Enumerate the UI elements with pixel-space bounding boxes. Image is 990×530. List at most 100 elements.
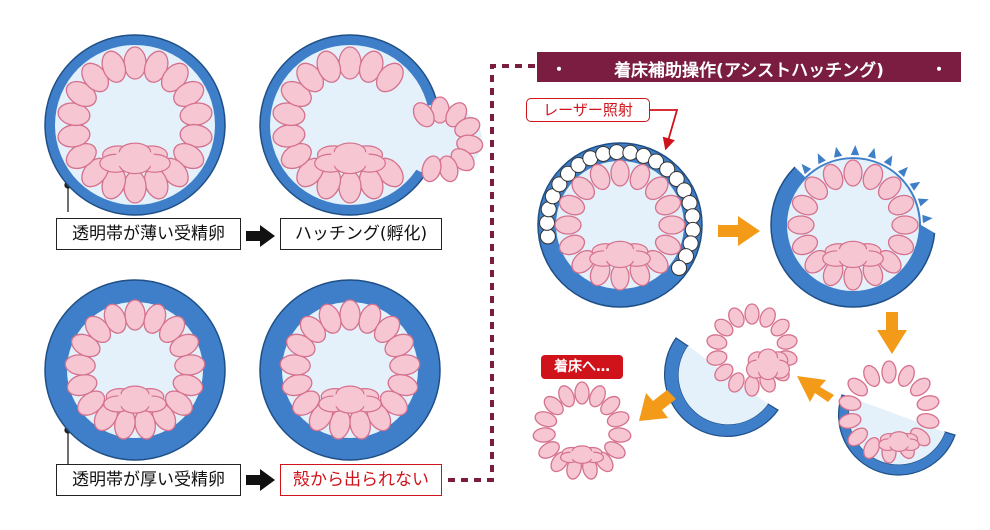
trophectoderm-cell (375, 62, 404, 93)
trophectoderm-cell (318, 303, 342, 334)
orange-arrows (639, 216, 907, 421)
egg-hatching (259, 34, 484, 216)
label-thin-egg: 透明帯が薄い受精卵 (56, 218, 241, 250)
trophectoderm-cell (887, 194, 915, 216)
dashed-connector (448, 64, 535, 482)
trophectoderm-cell (338, 46, 362, 80)
arrow-thick-to-stuck (246, 469, 275, 491)
trophectoderm-cell (881, 360, 897, 384)
trophectoderm-cell (421, 155, 442, 183)
trophectoderm-cell (838, 395, 862, 411)
egg-thick-zona (44, 279, 226, 461)
arrow-upleft-1 (797, 376, 834, 402)
trophectoderm-cell (606, 411, 630, 428)
laser-bubble (551, 176, 568, 193)
trophectoderm-cell (706, 334, 728, 350)
trophectoderm-cell (608, 427, 632, 443)
trophectoderm-cell (791, 194, 819, 216)
inner-cell-mass (331, 391, 369, 410)
egg-thin-zona (44, 34, 226, 216)
trophectoderm-cell (543, 395, 564, 416)
trophectoderm-cell (338, 170, 362, 204)
trophectoderm-cell (822, 163, 844, 191)
trophectoderm-cell (916, 395, 940, 411)
trophectoderm-cell (877, 176, 902, 201)
arrow-right-1 (718, 216, 760, 246)
inner-cell-mass (113, 149, 157, 170)
egg-emerging (837, 360, 956, 476)
trophectoderm-cell (654, 234, 682, 256)
trophectoderm-cell (804, 176, 829, 201)
assisted-hatching-title: 着床補助操作(アシストハッチング) (614, 61, 884, 81)
trophectoderm-cell (103, 303, 127, 334)
inner-cell-mass (569, 449, 595, 461)
egg-thick-zona-stuck (259, 279, 441, 461)
trophectoderm-cell (629, 163, 651, 191)
trophectoderm-cell (574, 381, 590, 405)
trophectoderm-cell (744, 375, 760, 397)
title-dot-left: ・ (551, 60, 568, 79)
arrow-thin-to-hatching (246, 225, 275, 247)
label-thick-egg: 透明帯が厚い受精卵 (56, 464, 241, 496)
arrow-down-1 (877, 312, 907, 354)
trophectoderm-cell (843, 159, 863, 187)
trophectoderm-cell (532, 427, 556, 443)
title-dot-right: ・ (930, 60, 947, 79)
trophectoderm-cell (706, 350, 728, 366)
trophectoderm-cell (791, 234, 819, 256)
laser-bubble (659, 161, 676, 178)
trophectoderm-cell (728, 372, 745, 393)
trophectoderm-cell (654, 194, 682, 216)
trophectoderm-cell (644, 176, 669, 201)
trophectoderm-cell (744, 303, 760, 325)
trophectoderm-cell (600, 395, 621, 416)
trophectoderm-cell (770, 318, 790, 337)
black-arrows (246, 225, 275, 491)
laser-irradiation-label: レーザー照射 (526, 98, 650, 122)
inner-cell-mass (886, 435, 912, 449)
label-cannot-escape: 殻から出られない (280, 464, 442, 496)
egg-zona-thinned (770, 139, 939, 308)
trophectoderm-cell (728, 307, 745, 328)
trophectoderm-cell (123, 170, 147, 204)
trophectoderm-cell (538, 441, 560, 459)
laser-bubble (684, 208, 701, 225)
trophectoderm-cell (847, 377, 869, 397)
laser-bubble (678, 248, 695, 265)
laser-bubble (684, 221, 701, 238)
trophectoderm-cell (101, 50, 127, 83)
trophectoderm-cell (558, 234, 586, 256)
trophectoderm-cell (558, 385, 575, 408)
inner-cell-mass (328, 148, 372, 170)
laser-pointer-arrow (648, 109, 679, 151)
egg-laser-irradiation (537, 142, 703, 308)
laser-bubble (595, 145, 612, 162)
trophectoderm-cell (658, 215, 686, 235)
trophectoderm-cell (589, 385, 606, 408)
trophectoderm-cell (916, 413, 940, 429)
trophectoderm-cell (759, 307, 776, 328)
laser-bubble (539, 214, 556, 231)
trophectoderm-cell (714, 318, 734, 337)
trophectoderm-cell (589, 163, 611, 191)
trophectoderm-cell (124, 299, 146, 331)
trophectoderm-cell (123, 46, 147, 80)
to-implantation-badge: 着床へ… (541, 355, 623, 379)
trophectoderm-cell (862, 163, 884, 191)
egg-escaping-shell (663, 303, 798, 438)
egg-free-blastocyst (532, 381, 632, 480)
laser-bubble (681, 194, 698, 211)
laser-bubble (668, 171, 685, 188)
trophectoderm-cell (909, 377, 931, 397)
trophectoderm-cell (554, 215, 582, 235)
laser-bubble (559, 165, 576, 182)
trophectoderm-cell (863, 437, 881, 460)
inner-cell-mass (755, 354, 781, 376)
laser-bubble (539, 228, 556, 245)
trophectoderm-cell (412, 102, 435, 128)
arrow-downleft-1 (639, 390, 676, 421)
trophectoderm-cell (571, 176, 596, 201)
trophectoderm-cell (339, 299, 361, 331)
trophectoderm-cell (316, 50, 342, 83)
